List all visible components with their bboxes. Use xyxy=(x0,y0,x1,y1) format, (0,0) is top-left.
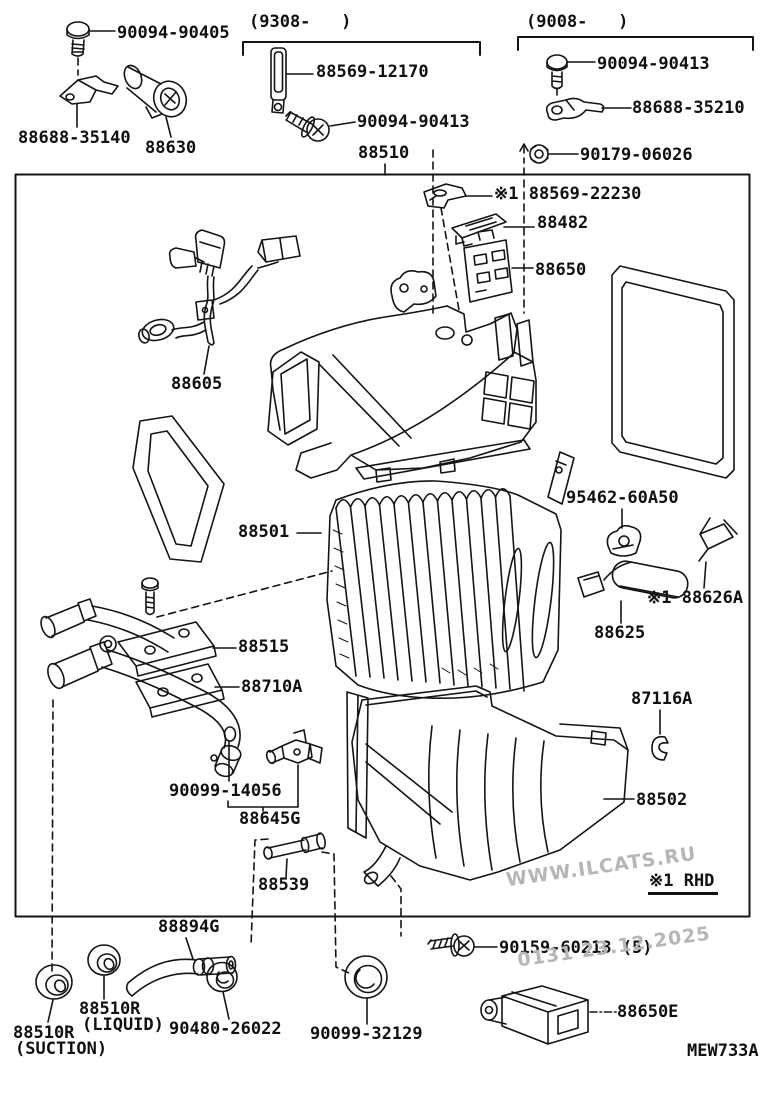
part-label-88539: 88539 xyxy=(258,875,310,895)
sensor-88630-art xyxy=(123,64,188,119)
label-date-range-9308: (9308- ) xyxy=(249,12,352,32)
plate-88482-art xyxy=(451,213,507,247)
harness-88605-art xyxy=(138,229,301,346)
pipes-art xyxy=(40,598,242,778)
part-label-88510R-liquid-sub: (LIQUID) xyxy=(82,1015,164,1035)
part-label-88645G: 88645G xyxy=(239,809,301,829)
dashed-assembly-lines xyxy=(51,57,558,974)
part-label-88569-22230: ※1 88569-22230 xyxy=(494,184,642,204)
part-label-88569-12170: 88569-12170 xyxy=(316,62,429,82)
part-label-88510R-liquid: 88510R xyxy=(79,999,141,1019)
screw-90094-90413-right-art xyxy=(546,54,568,90)
hook-bracket-art xyxy=(390,270,437,313)
part-label-88502: 88502 xyxy=(636,790,688,810)
part-label-90099-14056: 90099-14056 xyxy=(169,781,282,801)
watermark-line1: WWW.ILCATS.RU xyxy=(504,842,698,892)
part-label-90099-32129: 90099-32129 xyxy=(310,1024,423,1044)
bracket-88569-22230-art xyxy=(423,183,467,209)
part-label-88482: 88482 xyxy=(537,213,589,233)
part-label-88625: 88625 xyxy=(594,623,646,643)
bent-frame-art xyxy=(132,415,225,563)
part-label-88626A: ※1 88626A xyxy=(647,588,744,608)
bolt-90094-90405-art xyxy=(66,21,90,57)
oring-90099-14056-art xyxy=(223,726,237,742)
note-rhd: ※1 RHD xyxy=(648,872,719,895)
clip-88626A-art xyxy=(698,517,738,562)
resistor-88650-art xyxy=(463,229,513,303)
thermistor-88625-art xyxy=(577,560,689,599)
part-label-88605: 88605 xyxy=(171,374,223,394)
part-label-90480-26022: 90480-26022 xyxy=(169,1019,282,1039)
small-screw-art xyxy=(141,577,159,616)
screw-90094-90413-left-art xyxy=(285,111,330,142)
diagram-frame xyxy=(14,173,751,918)
part-label-88650E: 88650E xyxy=(617,1002,679,1022)
switch-88645G-art xyxy=(265,729,323,765)
bracket-9308-art xyxy=(242,41,481,56)
part-label-87116A: 87116A xyxy=(631,689,693,709)
part-label-88630: 88630 xyxy=(145,138,197,158)
clip-87116A-art xyxy=(651,735,669,761)
watermark: WWW.ILCATS.RU 0131 23.12.2025 xyxy=(497,787,716,1001)
part-label-88510R-suction: 88510R xyxy=(13,1023,75,1043)
part-label-90094-90413-left: 90094-90413 xyxy=(357,112,470,132)
amplifier-88650E-art xyxy=(480,985,589,1045)
part-label-88710A: 88710A xyxy=(241,677,303,697)
part-label-88688-35210: 88688-35210 xyxy=(632,98,745,118)
watermark-line2: 0131 23.12.2025 xyxy=(516,922,712,972)
screw-90159-60213-art xyxy=(427,933,475,957)
part-label-88515: 88515 xyxy=(238,637,290,657)
part-label-90179-06026: 90179-06026 xyxy=(580,145,693,165)
part-label-88894G: 88894G xyxy=(158,917,220,937)
grommet-90480-art xyxy=(206,961,238,993)
grommet-suction-art xyxy=(35,964,73,1000)
small-bracket-art xyxy=(547,451,575,505)
pin-88539-art xyxy=(263,832,326,860)
part-label-88688-35140: 88688-35140 xyxy=(18,128,131,148)
clip-88688-35140-art xyxy=(59,75,119,105)
clip-88688-35210-art xyxy=(545,97,605,121)
lower-case-art xyxy=(346,685,629,887)
grommet-liquid-art xyxy=(87,944,121,976)
drawing-code: MEW733A xyxy=(687,1041,759,1061)
hose-88894G-art xyxy=(125,955,237,997)
strip-88569-12170-art xyxy=(270,47,287,114)
part-label-90159-60213: 90159-60213 (5) xyxy=(499,938,653,958)
clamp-95462-art xyxy=(606,524,642,557)
part-label-88650: 88650 xyxy=(535,260,587,280)
part-label-90094-90405: 90094-90405 xyxy=(117,23,230,43)
part-label-95462-60A50: 95462-60A50 xyxy=(566,488,679,508)
label-date-range-9008: (9008- ) xyxy=(526,12,629,32)
part-label-88501: 88501 xyxy=(238,522,290,542)
part-label-88510: 88510 xyxy=(358,143,410,163)
part-label-88510R-suction-sub: (SUCTION) xyxy=(15,1039,108,1059)
bracket-9008-art xyxy=(517,36,754,51)
part-label-90094-90413-right: 90094-90413 xyxy=(597,54,710,74)
evaporator-core-art xyxy=(326,480,562,700)
leader-lines xyxy=(47,30,707,1025)
nut-90179-06026-art xyxy=(529,144,549,164)
upper-case-art xyxy=(267,305,537,483)
grommet-90099-32129-art xyxy=(344,955,388,999)
seal-frame-art xyxy=(611,265,735,479)
